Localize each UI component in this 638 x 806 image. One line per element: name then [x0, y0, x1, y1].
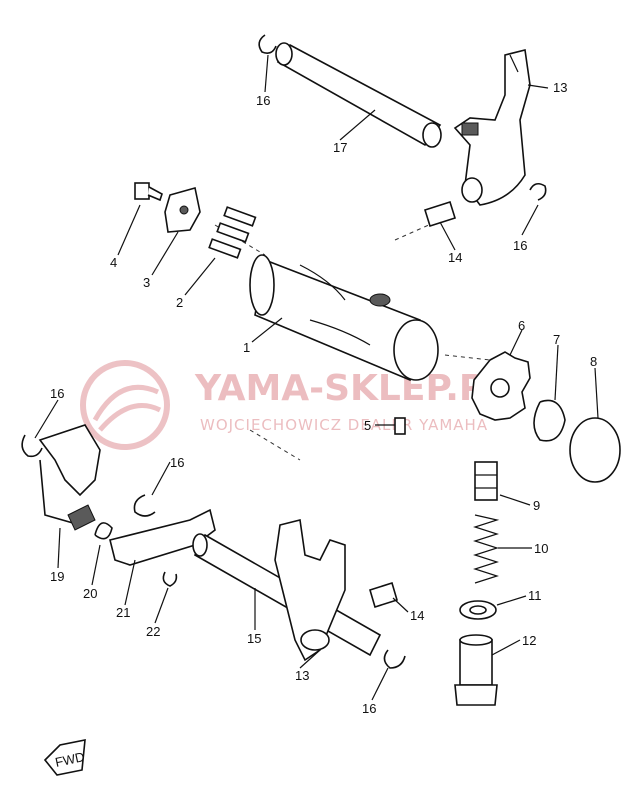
- part-16-circlip-left: [21, 434, 43, 458]
- part-14-pin-upper: [423, 200, 457, 228]
- part-6-stopper-wheel: [471, 351, 531, 421]
- part-16-circlip-bottom: [383, 649, 406, 669]
- part-8-cap: [569, 417, 621, 483]
- part-13-shift-fork-upper: [453, 49, 531, 206]
- callout-5: 5: [364, 418, 371, 433]
- part-2-pins: [208, 206, 257, 259]
- part-17-shift-fork-shaft-upper: [275, 42, 442, 148]
- callout-2: 2: [176, 295, 183, 310]
- callout-12: 12: [522, 633, 536, 648]
- callout-9: 9: [533, 498, 540, 513]
- callout-3: 3: [143, 275, 150, 290]
- part-1-shift-cam-drum: [249, 254, 439, 382]
- callout-16: 16: [513, 238, 527, 253]
- part-3-segment-plate: [164, 186, 201, 233]
- part-20-return-spring: [94, 522, 113, 540]
- callout-6: 6: [518, 318, 525, 333]
- part-22-circlip: [162, 571, 178, 587]
- part-16-circlip-mid: [133, 494, 156, 517]
- callout-16: 16: [50, 386, 64, 401]
- part-19-shift-shaft: [38, 424, 101, 531]
- callout-labels: 16 17 13 16 14 4 3 2 1 6 7 8 5 9 10 11 1…: [50, 80, 597, 716]
- callout-16: 16: [362, 701, 376, 716]
- part-13-shift-fork-lower: [274, 519, 346, 662]
- part-16-circlip-right: [529, 182, 547, 201]
- callout-14: 14: [410, 608, 424, 623]
- part-16-circlip-top: [258, 34, 277, 54]
- callout-14: 14: [448, 250, 462, 265]
- part-4-screw: [134, 182, 163, 202]
- callout-16: 16: [256, 93, 270, 108]
- callout-21: 21: [116, 605, 130, 620]
- callout-11: 11: [528, 588, 542, 603]
- part-11-washer: [459, 600, 497, 620]
- callout-1: 1: [243, 340, 250, 355]
- callout-8: 8: [590, 354, 597, 369]
- callout-13: 13: [295, 668, 309, 683]
- leader-lines: [34, 54, 599, 701]
- fwd-direction-tag: FWD: [43, 739, 86, 776]
- watermark-logo-swoosh-icon: [92, 384, 162, 432]
- callout-20: 20: [83, 586, 97, 601]
- part-5-dowel-pin: [394, 417, 406, 435]
- callout-15: 15: [247, 631, 261, 646]
- part-14-pin-lower: [369, 581, 398, 609]
- callout-19: 19: [50, 569, 64, 584]
- watermark-logo-icon: [80, 360, 170, 450]
- callout-22: 22: [146, 624, 160, 639]
- part-10-spring: [473, 514, 500, 584]
- callout-7: 7: [553, 332, 560, 347]
- part-7-circlip: [533, 399, 566, 442]
- watermark-subtitle: WOJCIECHOWICZ DEALER YAMAHA: [200, 416, 488, 434]
- callout-10: 10: [534, 541, 548, 556]
- watermark: YAMA-SKLEP.PL WOJCIECHOWICZ DEALER YAMAH…: [80, 360, 508, 450]
- fwd-label: FWD: [54, 749, 86, 770]
- watermark-title: YAMA-SKLEP.PL: [194, 368, 508, 409]
- callout-13: 13: [553, 80, 567, 95]
- part-12-plug-bolt: [454, 634, 498, 706]
- callout-16: 16: [170, 455, 184, 470]
- callout-17: 17: [333, 140, 347, 155]
- part-9-plunger: [474, 461, 498, 501]
- callout-4: 4: [110, 255, 117, 270]
